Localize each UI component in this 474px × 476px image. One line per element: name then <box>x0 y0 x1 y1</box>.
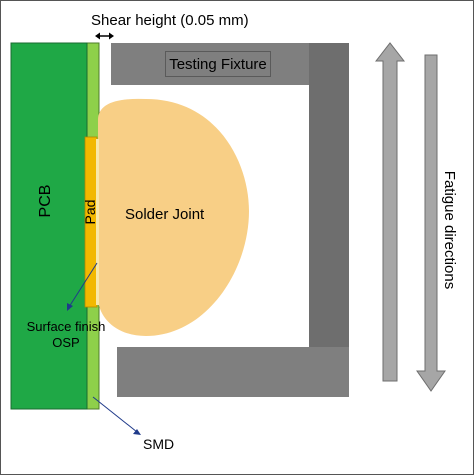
pad-label: Pad <box>82 199 98 225</box>
fatigue-directions-label: Fatigue directions <box>441 170 458 290</box>
surface-finish-leader <box>67 262 98 311</box>
pcb-board <box>10 42 88 410</box>
smd-leader <box>92 396 141 435</box>
fixture-bottom-arm <box>117 347 349 397</box>
arrow-down-icon <box>416 54 446 392</box>
surface-finish-line2: OSP <box>52 335 80 350</box>
surface-finish-osp <box>96 139 99 305</box>
testing-fixture-label: Testing Fixture <box>165 51 271 77</box>
shear-height-label: Shear height (0.05 mm) <box>91 12 249 29</box>
solder-joint <box>98 98 249 336</box>
surface-finish-label: Surface finish OSP <box>11 319 121 351</box>
pcb-label: PCB <box>37 184 54 218</box>
double-headed-arrow-icon <box>95 32 114 40</box>
solder-joint-label: Solder Joint <box>125 206 205 223</box>
surface-finish-line1: Surface finish <box>26 319 106 334</box>
smd-label: SMD <box>143 436 175 452</box>
arrow-up-icon <box>374 42 406 382</box>
fixture-right-column <box>309 43 349 397</box>
